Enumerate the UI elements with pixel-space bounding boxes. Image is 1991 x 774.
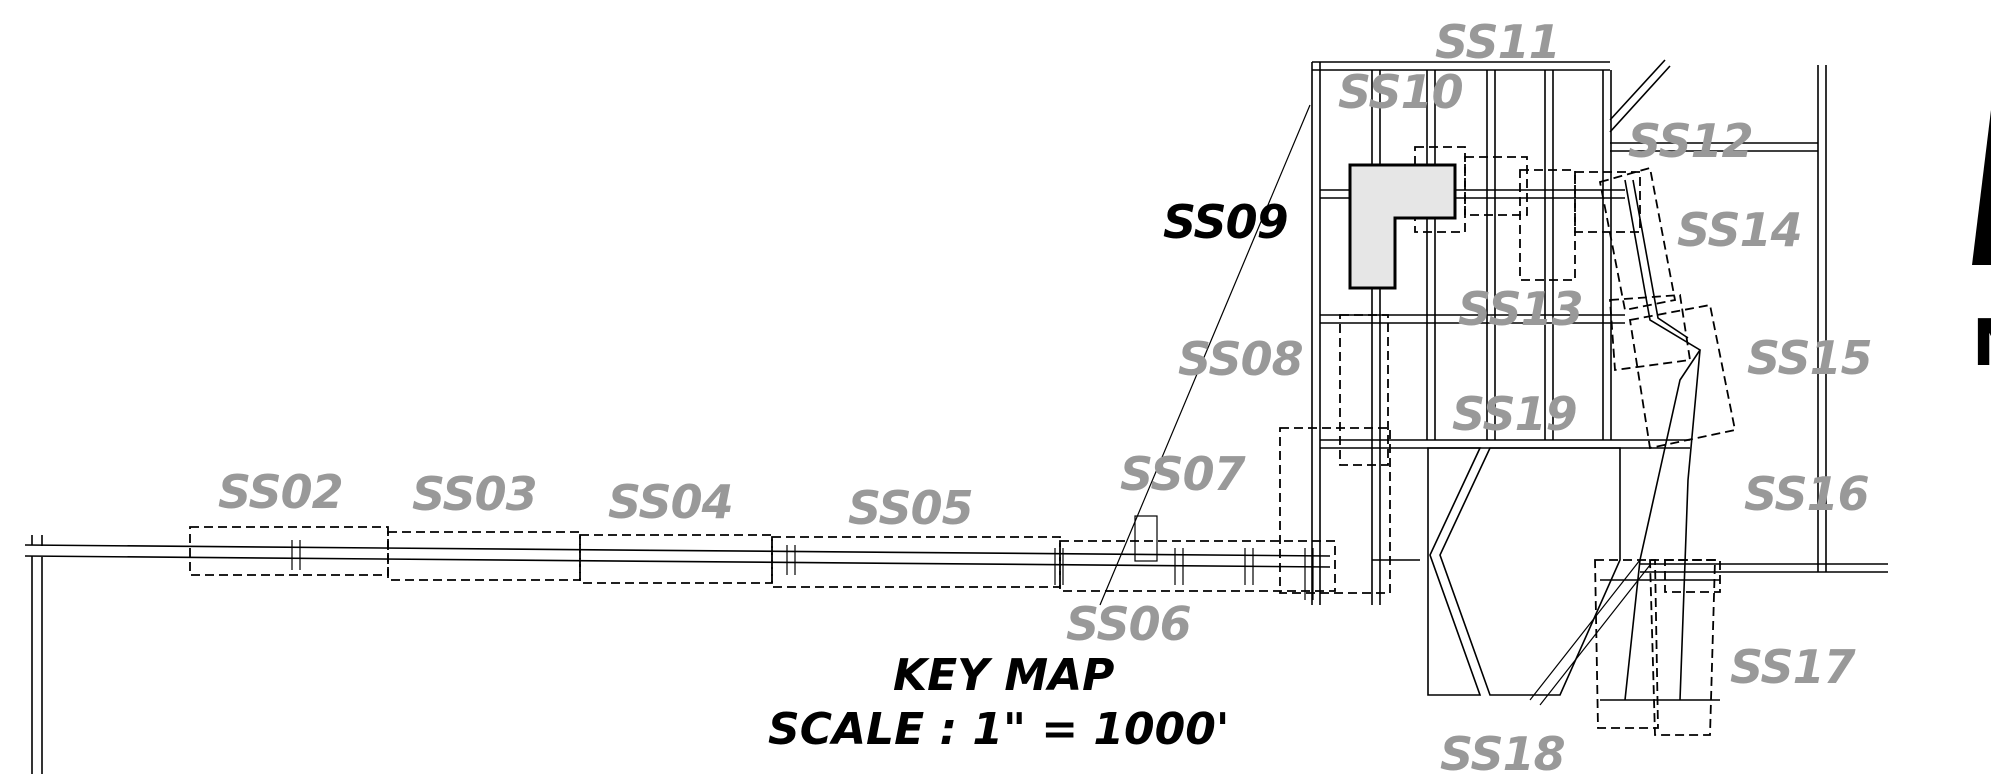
sheet-label-ss18[interactable]: SS18 bbox=[1440, 727, 1566, 774]
sheet-boundaries bbox=[189, 146, 1737, 736]
sheet-label-ss11[interactable]: SS11 bbox=[1435, 15, 1561, 69]
sheet-label-ss03[interactable]: SS03 bbox=[412, 467, 538, 521]
sheet-label-ss05[interactable]: SS05 bbox=[848, 481, 974, 535]
north-arrow-icon: N bbox=[1972, 110, 1991, 381]
sheet-label-ss13[interactable]: SS13 bbox=[1458, 282, 1584, 336]
sheet-label-ss02[interactable]: SS02 bbox=[218, 465, 344, 519]
sheet-label-ss16[interactable]: SS16 bbox=[1744, 467, 1870, 521]
map-title: KEY MAP bbox=[893, 650, 1114, 701]
sheet-label-ss10[interactable]: SS10 bbox=[1338, 65, 1464, 119]
sheet-labels: SS02 SS03 SS04 SS05 SS06 SS07 SS08 SS09 … bbox=[218, 15, 1873, 774]
sheet-label-ss12[interactable]: SS12 bbox=[1628, 114, 1754, 168]
sheet-label-ss19[interactable]: SS19 bbox=[1452, 387, 1578, 441]
active-sheet-area[interactable] bbox=[1348, 163, 1457, 290]
sheet-label-ss07[interactable]: SS07 bbox=[1120, 447, 1247, 501]
sheet-label-ss08[interactable]: SS08 bbox=[1178, 332, 1304, 386]
map-scale: SCALE : 1" = 1000' bbox=[768, 704, 1229, 755]
sheet-label-ss04[interactable]: SS04 bbox=[608, 475, 734, 529]
sheet-label-ss09[interactable]: SS09 bbox=[1163, 195, 1289, 249]
sheet-label-ss06[interactable]: SS06 bbox=[1066, 597, 1192, 651]
road-network bbox=[24, 59, 1888, 774]
sheet-label-ss15[interactable]: SS15 bbox=[1747, 331, 1873, 385]
north-letter: N bbox=[1972, 307, 1991, 381]
sheet-label-ss17[interactable]: SS17 bbox=[1730, 640, 1857, 694]
sheet-label-ss14[interactable]: SS14 bbox=[1677, 203, 1803, 257]
